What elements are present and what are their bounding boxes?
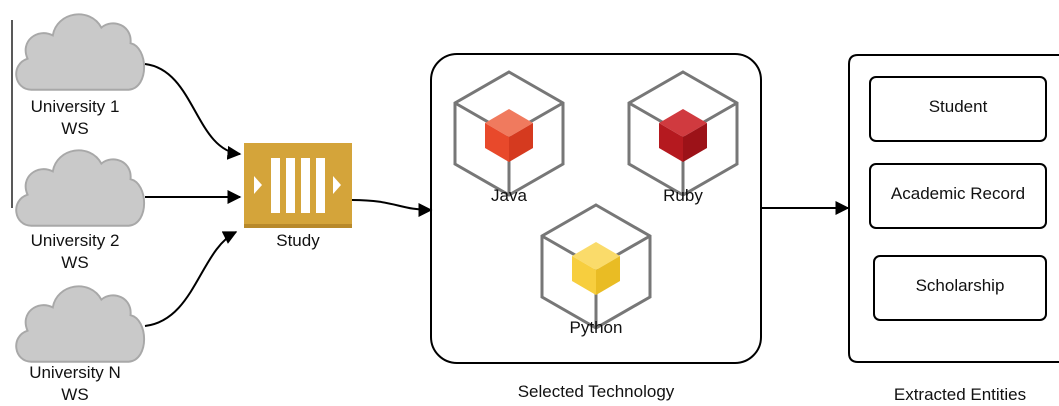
tech-label-python: Python	[569, 318, 623, 337]
ruby-cube-icon	[627, 70, 739, 197]
arrow-university-n-to-study	[144, 231, 238, 327]
technology-caption: Selected Technology	[517, 382, 675, 401]
entity-box-student	[869, 76, 1047, 142]
tech-label-ruby: Ruby	[663, 186, 703, 205]
arrow-university-1-to-study	[144, 63, 242, 160]
study-label: Study	[276, 231, 320, 250]
tech-label-java: Java	[491, 186, 527, 205]
study-queue-icon	[244, 143, 352, 228]
cloud-icon-university-n	[15, 285, 146, 363]
python-cube-icon	[540, 203, 652, 330]
entities-caption: Extracted Entities	[893, 385, 1027, 404]
arrow-study-to-technology	[351, 199, 433, 217]
entities-container	[848, 54, 1059, 363]
entity-box-academic-record	[869, 163, 1047, 229]
cloud-icon-university-1	[15, 13, 146, 91]
entity-box-scholarship	[873, 255, 1047, 321]
entity-label-scholarship: Scholarship	[915, 276, 1005, 295]
cloud-icon-university-2	[15, 149, 146, 227]
entity-label-student: Student	[928, 97, 988, 116]
java-cube-icon	[453, 70, 565, 197]
entity-label-academic-record: Academic Record	[890, 184, 1026, 203]
